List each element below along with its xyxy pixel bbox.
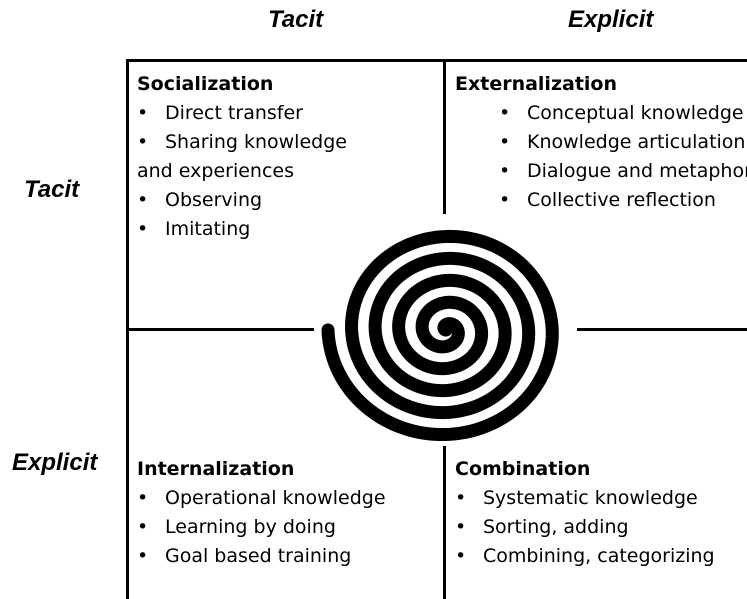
list-item: • Systematic knowledge bbox=[455, 484, 715, 513]
quadrant-title-externalization: Externalization bbox=[455, 73, 618, 95]
list-item: • Direct transfer bbox=[137, 99, 347, 128]
column-header-tacit: Tacit bbox=[268, 6, 324, 33]
spiral-graphic bbox=[314, 214, 577, 446]
spiral-icon bbox=[321, 229, 559, 442]
spiral-path bbox=[321, 229, 559, 442]
item-text: Sharing knowledge bbox=[165, 131, 347, 153]
list-item: • Operational knowledge bbox=[137, 484, 386, 513]
list-item: • Imitating bbox=[137, 215, 347, 244]
item-text: Observing bbox=[165, 189, 263, 211]
quadrant-title-socialization: Socialization bbox=[137, 73, 274, 95]
bullet-icon: • bbox=[455, 487, 467, 509]
item-text: Goal based training bbox=[165, 545, 352, 567]
list-item: • Sorting, adding bbox=[455, 513, 715, 542]
item-text: Learning by doing bbox=[165, 516, 336, 538]
item-text: Dialogue and metaphors bbox=[527, 160, 747, 182]
row-header-explicit: Explicit bbox=[12, 449, 98, 476]
bullet-icon: • bbox=[499, 131, 511, 153]
list-item: • Observing bbox=[137, 186, 347, 215]
bullet-icon: • bbox=[455, 545, 467, 567]
quadrant-combination: Combination • Systematic knowledge • Sorti… bbox=[455, 455, 715, 571]
quadrant-title-internalization: Internalization bbox=[137, 458, 295, 480]
list-item: • Goal based training bbox=[137, 542, 386, 571]
item-continuation: and experiences bbox=[137, 160, 294, 182]
bullet-icon: • bbox=[455, 516, 467, 538]
bullet-icon: • bbox=[137, 516, 149, 538]
item-text: Combining, categorizing bbox=[483, 545, 715, 567]
item-text: Direct transfer bbox=[165, 102, 303, 124]
bullet-icon: • bbox=[137, 545, 149, 567]
list-item: • Collective reflection bbox=[499, 186, 747, 215]
list-item: • Knowledge articulation bbox=[499, 128, 747, 157]
bullet-icon: • bbox=[137, 131, 149, 153]
bullet-icon: • bbox=[137, 487, 149, 509]
bullet-icon: • bbox=[137, 102, 149, 124]
bullet-icon: • bbox=[499, 102, 511, 124]
item-text: Systematic knowledge bbox=[483, 487, 698, 509]
list-item: • Combining, categorizing bbox=[455, 542, 715, 571]
item-text: Knowledge articulation bbox=[527, 131, 746, 153]
grid-top-border bbox=[126, 59, 747, 62]
row-header-tacit: Tacit bbox=[24, 176, 80, 203]
item-text: Conceptual knowledge bbox=[527, 102, 744, 124]
item-text: Imitating bbox=[165, 218, 251, 240]
list-item: • Dialogue and metaphors bbox=[499, 157, 747, 186]
bullet-icon: • bbox=[499, 189, 511, 211]
bullet-icon: • bbox=[499, 160, 511, 182]
bullet-icon: • bbox=[137, 189, 149, 211]
column-header-explicit: Explicit bbox=[568, 6, 654, 33]
item-text: Sorting, adding bbox=[483, 516, 629, 538]
bullet-icon: • bbox=[137, 218, 149, 240]
item-text: Operational knowledge bbox=[165, 487, 386, 509]
item-text: Collective reflection bbox=[527, 189, 716, 211]
quadrant-socialization: Socialization • Direct transfer • Sharing … bbox=[137, 70, 347, 244]
quadrant-externalization: Externalization • Conceptual knowledge • K… bbox=[455, 70, 747, 215]
list-item: • Learning by doing bbox=[137, 513, 386, 542]
list-item: • Conceptual knowledge bbox=[499, 99, 747, 128]
list-item: • Sharing knowledge bbox=[137, 128, 347, 157]
quadrant-title-combination: Combination bbox=[455, 458, 591, 480]
quadrant-internalization: Internalization • Operational knowledge •… bbox=[137, 455, 386, 571]
